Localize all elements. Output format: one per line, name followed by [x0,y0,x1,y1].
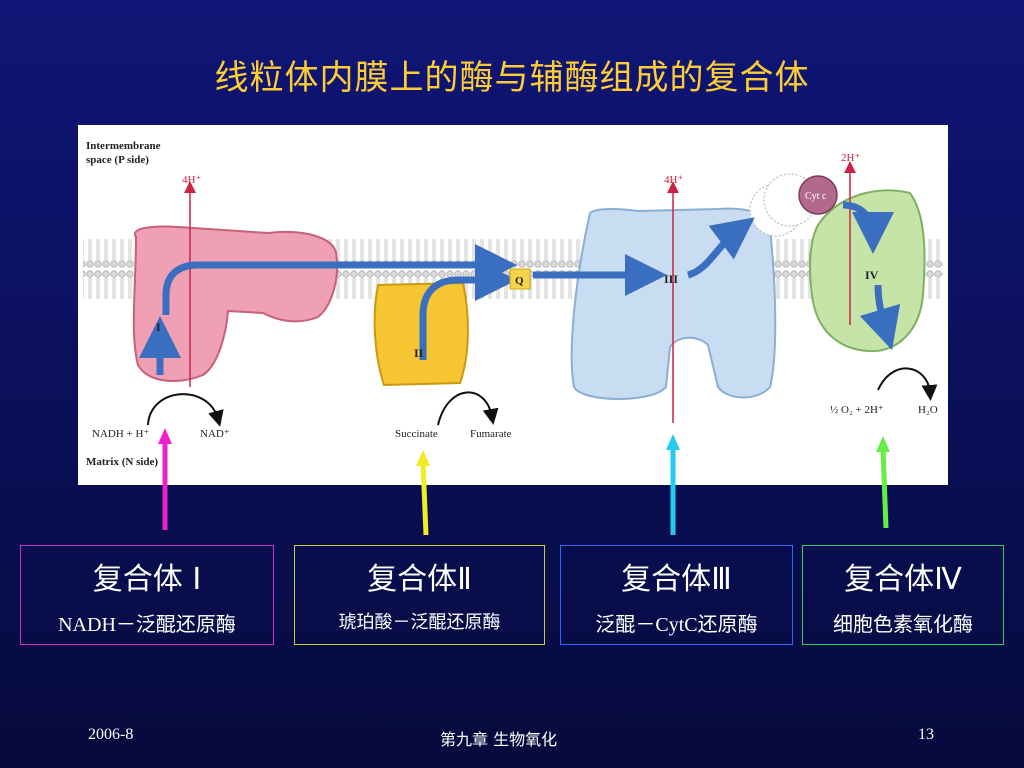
electron-arrow-ii-to-q [419,259,517,360]
water-label: H₂O [918,404,938,416]
diagram-canvas: Intermembrane space (P side) Matrix (N s… [83,140,943,468]
complex-iii-label: III [664,272,678,286]
electron-arrow-i-to-q [162,244,517,315]
complex-ii-label: II [414,346,424,360]
nadh-label: NADH + H⁺ [92,428,149,440]
complex-i-label: I [156,320,161,334]
complex-iv-box: 复合体Ⅳ 细胞色素氧化酶 [802,545,1004,645]
footer-date: 2006-8 [88,726,134,743]
succinate-label: Succinate [395,428,438,440]
intermembrane-label: Intermembrane [86,140,161,152]
cytc-label: Cyt c [805,191,827,202]
p-side-label: space (P side) [86,154,149,166]
nad-label: NAD⁺ [200,428,230,440]
complex-i-name: 复合体 I [92,562,202,597]
complex-i-box: 复合体 I NADH－泛醌还原酶 [20,545,274,645]
electron-arrow-iv-down [859,284,901,351]
electron-transport-diagram: Intermembrane space (P side) Matrix (N s… [78,125,948,485]
complex-iii-desc: 泛醌－CytC还原酶 [595,614,758,636]
electron-arrow-iii-to-cytc [686,217,755,279]
proton-label-1: 4H⁺ [182,174,201,186]
q-icon [509,268,531,290]
complex-iv-label: IV [865,268,879,282]
complex-iii-name: 复合体Ⅲ [621,562,732,597]
complex-i-desc: NADH－泛醌还原酶 [58,614,236,636]
footer-page-number: 13 [918,726,934,743]
slide-title: 线粒体内膜上的酶与辅酶组成的复合体 [214,58,810,98]
reaction-arrow-ii [437,391,499,426]
reaction-arrow-i [147,393,224,427]
cytc-icon [798,175,838,215]
complex-ii-name: 复合体Ⅱ [367,562,472,597]
complex-iii-box: 复合体Ⅲ 泛醌－CytC还原酶 [560,545,793,645]
complex-ii-box: 复合体Ⅱ 琥珀酸－泛醌还原酶 [294,545,545,645]
reaction-arrow-iv [877,367,938,401]
complex-iv-desc: 细胞色素氧化酶 [833,612,973,636]
complex-ii-desc: 琥珀酸－泛醌还原酶 [338,612,501,633]
fumarate-label: Fumarate [470,428,512,440]
oxygen-label: ½ O₂ + 2H⁺ [830,404,884,416]
complex-iv-name: 复合体Ⅳ [844,562,962,597]
matrix-label: Matrix (N side) [86,456,158,468]
q-label: Q [515,275,524,287]
proton-label-4: 2H⁺ [841,152,860,164]
electron-arrow-cytc-to-iv [842,201,894,254]
proton-label-3: 4H⁺ [664,174,683,186]
footer-chapter: 第九章 生物氧化 [440,730,558,749]
